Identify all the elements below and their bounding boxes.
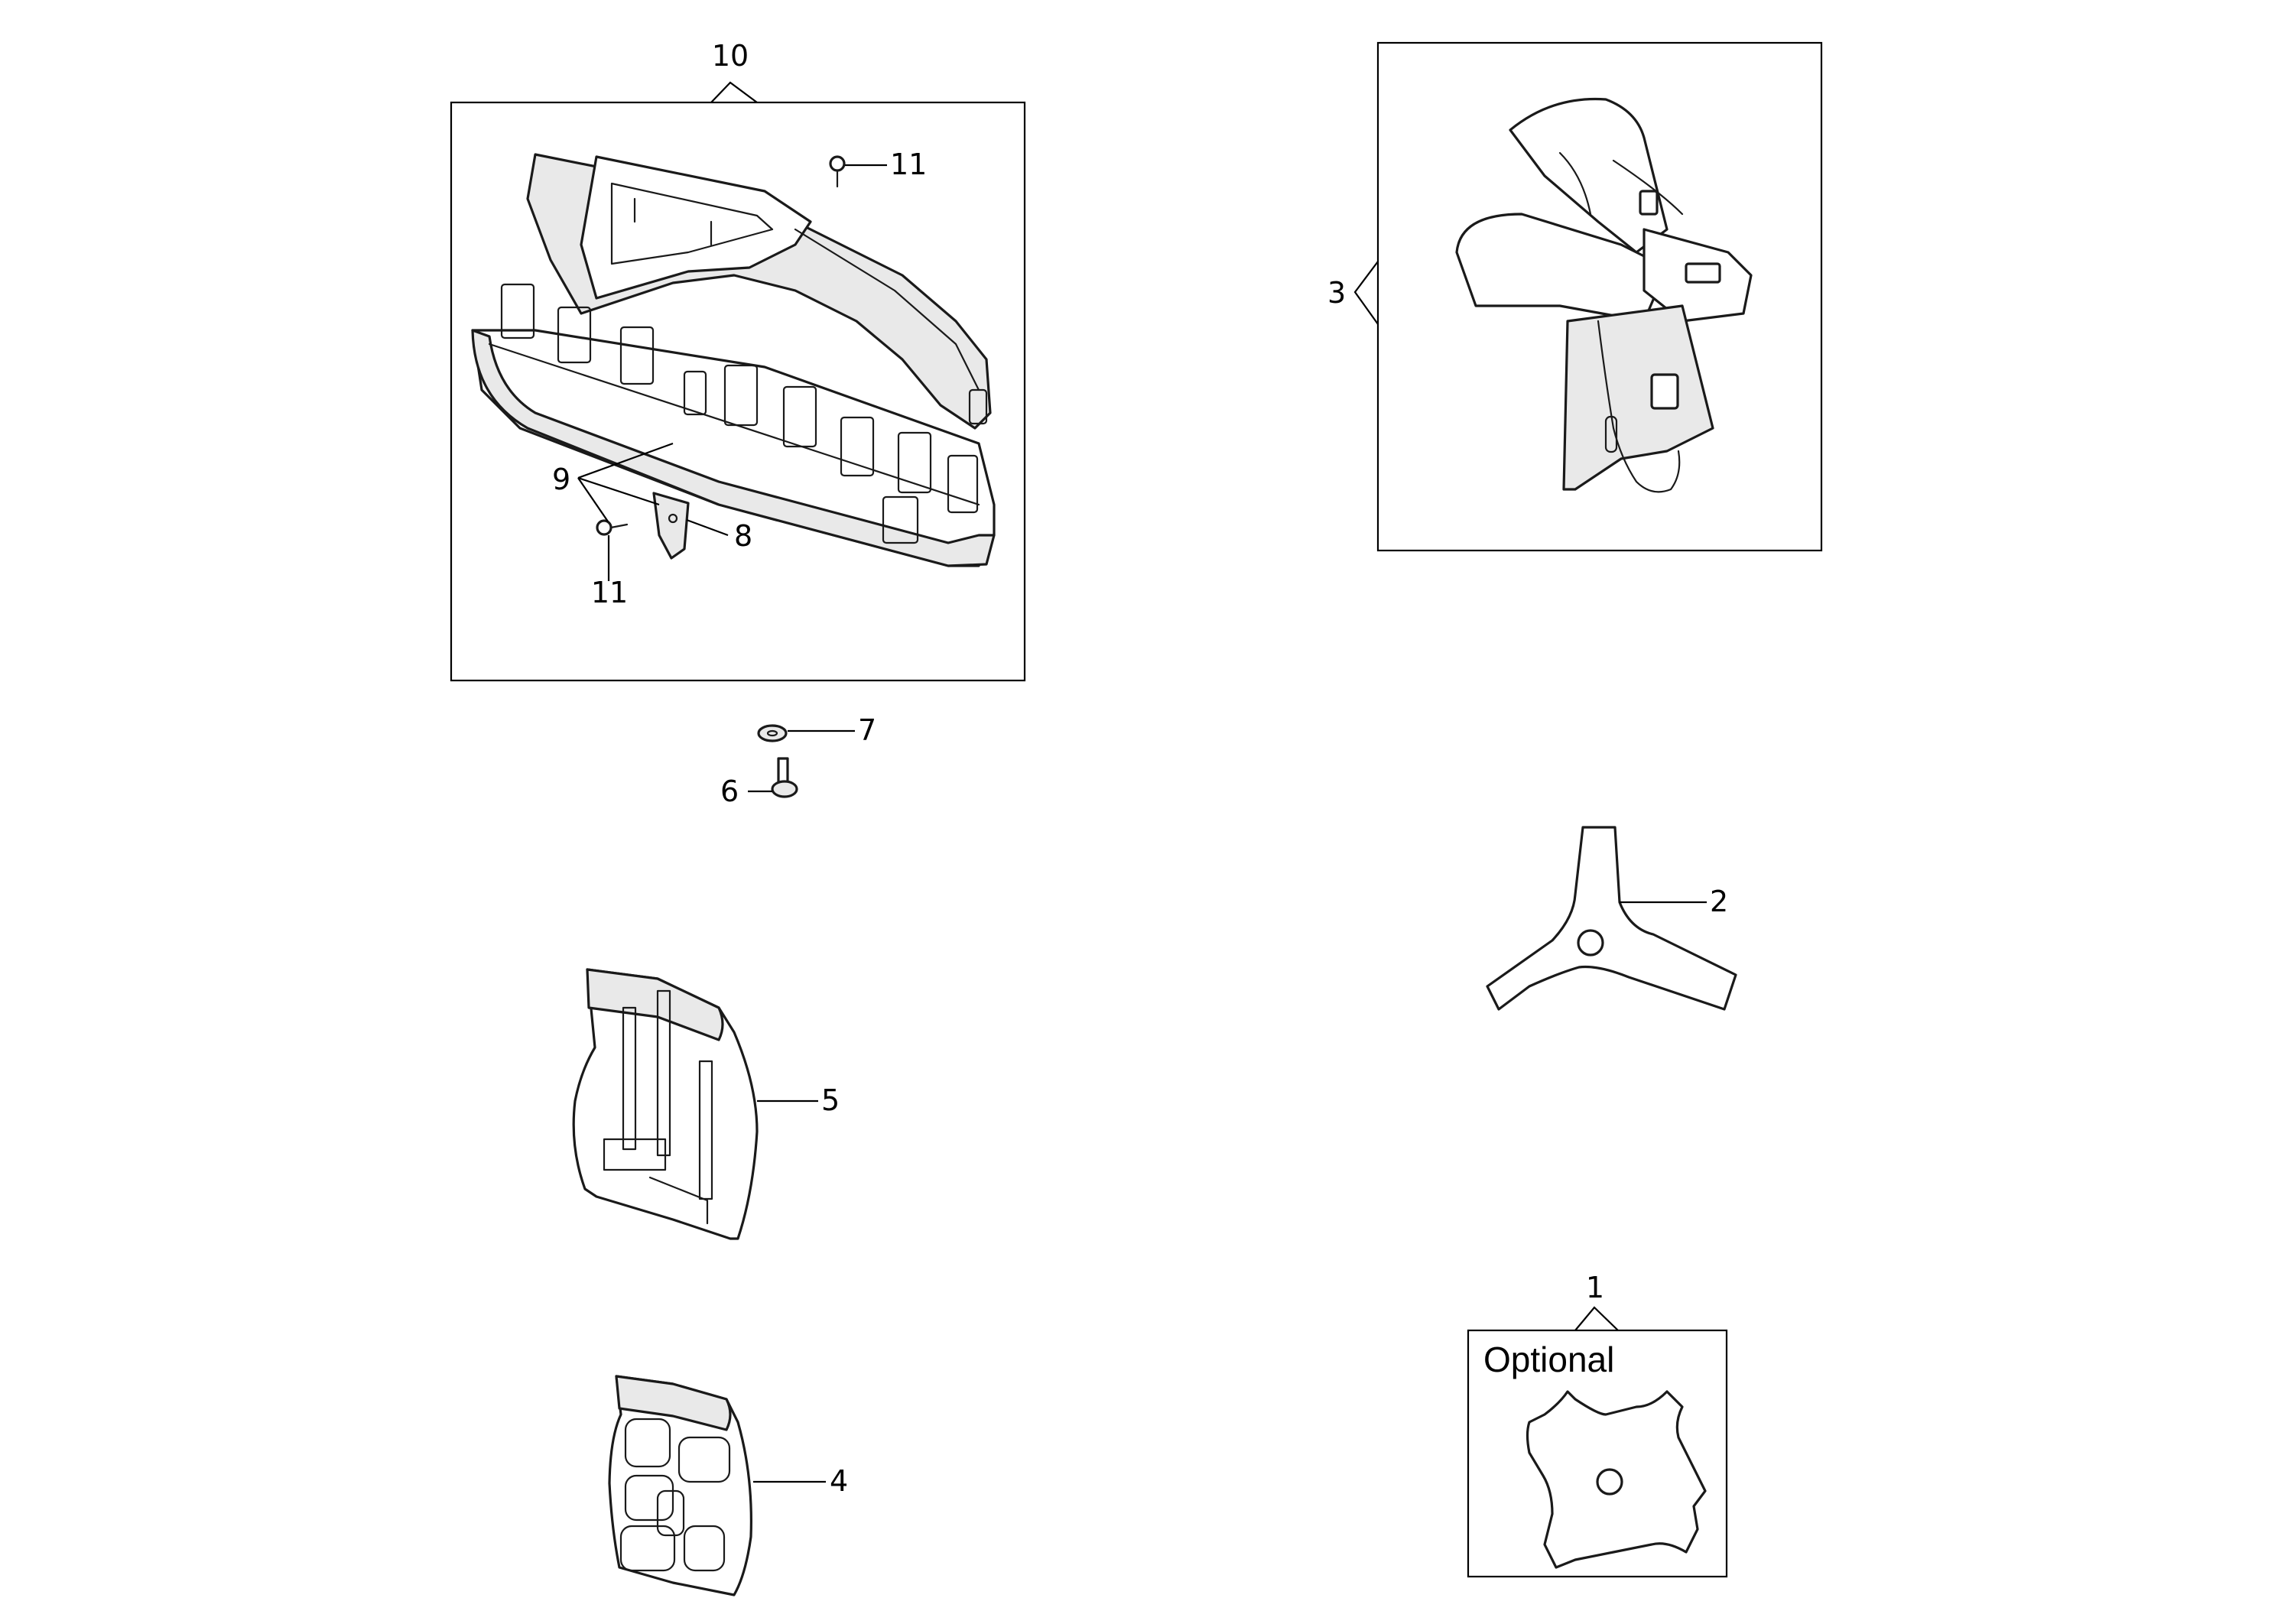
screw-11-bottom: [596, 519, 629, 536]
clip-8-part: [652, 492, 690, 560]
label-4: 4: [830, 1464, 848, 1498]
label-8: 8: [734, 519, 752, 553]
bolt-6-part: [771, 757, 798, 798]
screw-11-top: [829, 155, 846, 188]
label-11-bottom: 11: [591, 576, 628, 609]
tool-bag-5-part: [572, 968, 759, 1240]
label-5: 5: [821, 1083, 840, 1117]
label-6: 6: [720, 775, 739, 808]
group-1-box: [1467, 1329, 1728, 1578]
group-3-box: [1376, 41, 1823, 552]
top-cover-part: [526, 153, 992, 430]
group-10-assembly: 10: [450, 39, 1026, 682]
bag-4-part: [608, 1375, 752, 1596]
bottom-tray-part: [471, 283, 996, 567]
group-3-harness: 3: [1327, 41, 1823, 552]
blade-2-part: [1486, 826, 1737, 1011]
label-3: 3: [1327, 276, 1346, 310]
label-10: 10: [712, 39, 749, 73]
label-1: 1: [1586, 1271, 1604, 1304]
label-7: 7: [858, 713, 876, 747]
group-10-box: [450, 101, 1026, 682]
harness-part: [1455, 97, 1753, 493]
label-2: 2: [1710, 885, 1728, 918]
label-11-top: 11: [890, 148, 927, 181]
label-9: 9: [552, 463, 570, 496]
washer-7-part: [757, 724, 788, 742]
group-10-bracket: [710, 81, 758, 103]
optional-title: Optional: [1483, 1340, 1614, 1379]
group-3-bracket: [1353, 261, 1379, 325]
blade-1-hole: [1596, 1468, 1623, 1496]
group-1-bracket: [1574, 1306, 1619, 1331]
group-1-optional: 1 Optional: [1467, 1271, 1728, 1578]
